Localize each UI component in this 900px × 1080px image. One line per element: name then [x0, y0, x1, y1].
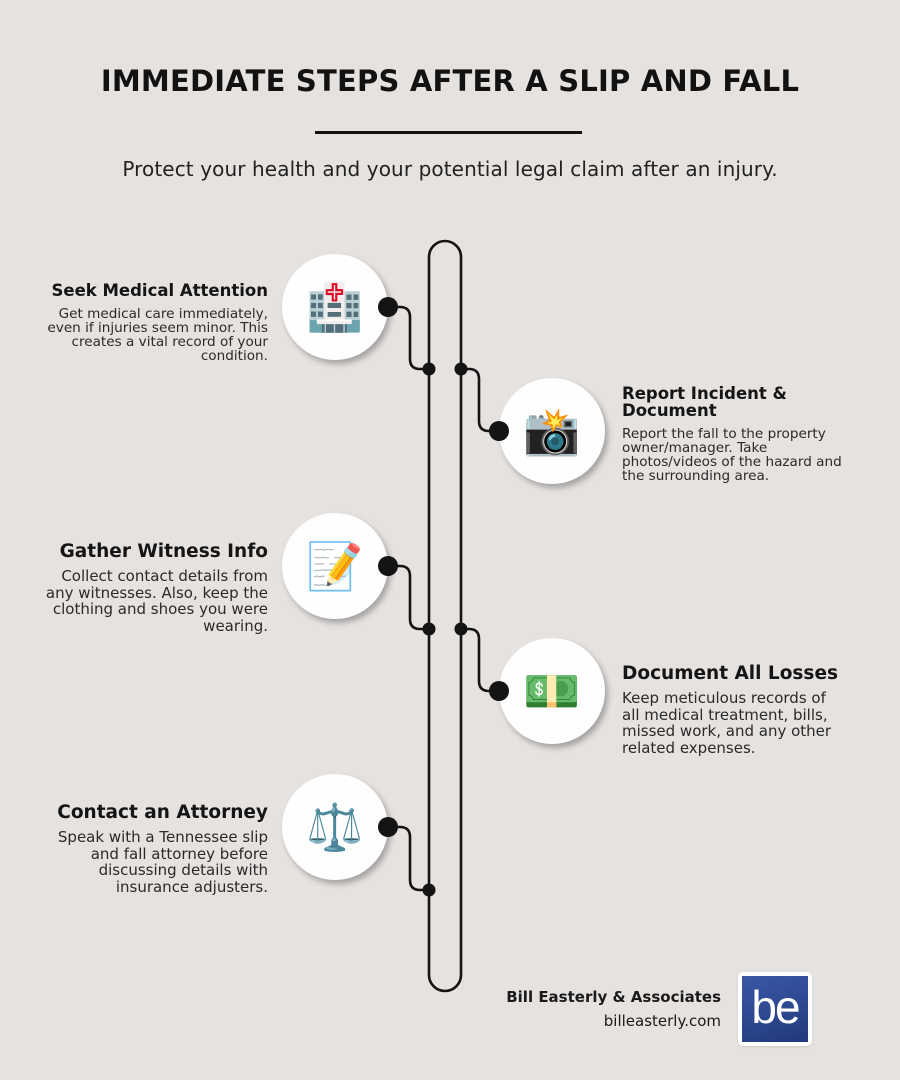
step-1-icon-circle: 🏥 [282, 254, 388, 360]
step-5-body: Speak with a Tennessee slip and fall att… [57, 828, 268, 896]
connector-dot [378, 817, 398, 837]
step-5-text: Contact an Attorney Speak with a Tenness… [40, 802, 268, 895]
step-3-icon-circle: 📝 [282, 513, 388, 619]
timeline-loop [427, 239, 463, 993]
firm-logo: be [738, 972, 812, 1046]
step-3-body: Collect contact details from any witness… [45, 567, 268, 635]
firm-name: Bill Easterly & Associates [506, 988, 721, 1006]
connector-dot [378, 297, 398, 317]
camera-flash-icon: 📸 [523, 403, 581, 458]
timeline-node [454, 622, 468, 636]
hospital-icon: 🏥 [306, 279, 364, 334]
step-2-icon-circle: 📸 [499, 378, 605, 484]
scales-of-justice-icon: ⚖️ [306, 799, 364, 854]
step-2-title: Report Incident & Document [622, 384, 787, 420]
step-4-body: Keep meticulous records of all medical t… [622, 689, 832, 757]
page-title: IMMEDIATE STEPS AFTER A SLIP AND FALL [100, 64, 800, 98]
connector-dot [489, 421, 509, 441]
timeline-node [422, 362, 436, 376]
step-5-icon-circle: ⚖️ [282, 774, 388, 880]
step-1-title: Seek Medical Attention [51, 281, 268, 300]
step-1-body: Get medical care immediately, even if in… [47, 306, 268, 364]
page-subtitle: Protect your health and your potential l… [122, 157, 778, 181]
timeline-node [454, 362, 468, 376]
step-2-text: Report Incident & Document Report the fa… [622, 385, 842, 483]
step-4-icon-circle: 💵 [499, 638, 605, 744]
timeline-node [422, 883, 436, 897]
step-4-text: Document All Losses Keep meticulous reco… [622, 663, 847, 756]
connector-dot [378, 556, 398, 576]
step-1-text: Seek Medical Attention Get medical care … [40, 281, 268, 363]
step-2-body: Report the fall to the property owner/ma… [622, 426, 842, 484]
timeline-node [422, 622, 436, 636]
logo-mark: be [742, 976, 808, 1042]
connector-dot [489, 681, 509, 701]
money-stack-icon: 💵 [523, 663, 581, 718]
step-4-title: Document All Losses [622, 663, 839, 684]
firm-website[interactable]: billeasterly.com [603, 1012, 721, 1030]
step-3-title: Gather Witness Info [59, 541, 268, 562]
memo-pencil-icon: 📝 [306, 538, 364, 593]
title-divider [315, 131, 582, 134]
step-3-text: Gather Witness Info Collect contact deta… [40, 541, 268, 634]
step-5-title: Contact an Attorney [57, 802, 268, 823]
